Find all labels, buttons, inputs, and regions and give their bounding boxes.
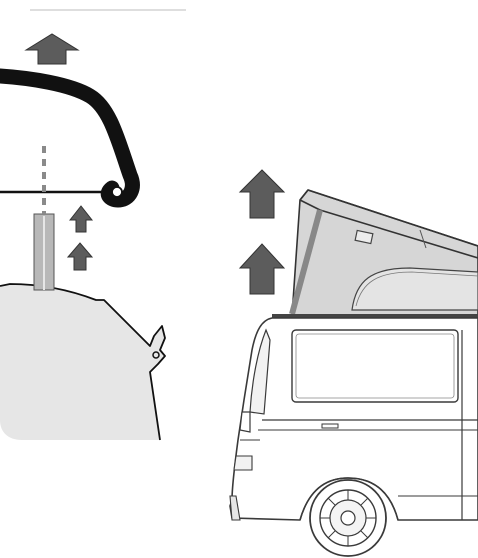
- vehicle-body-section: [0, 284, 165, 440]
- arrow-up-icon: [238, 243, 286, 295]
- roof-seam: [419, 229, 427, 249]
- van-a-pillar: [249, 328, 271, 415]
- van-side-window: [291, 329, 459, 403]
- arrow-up-icon: [24, 33, 80, 65]
- roof-window-recess: [351, 267, 478, 311]
- roof-canvas-front: [289, 209, 323, 315]
- detail-panel: [0, 9, 186, 441]
- arrow-up-icon: [66, 242, 94, 271]
- van-side-window-inner: [295, 333, 455, 399]
- body-clip-detail: [152, 351, 160, 359]
- side-mirror: [239, 411, 251, 433]
- arrow-up-icon: [238, 169, 286, 219]
- hinge-knob: [111, 186, 123, 198]
- wheel-arch: [299, 477, 399, 521]
- roof-window-recess-inner: [355, 271, 478, 307]
- roof-vent: [354, 229, 374, 245]
- vehicle-body-outline: [0, 283, 166, 441]
- front-bumper: [229, 495, 241, 521]
- arrow-up-icon: [68, 205, 94, 233]
- overview-panel: [229, 169, 478, 557]
- front-wheel: [309, 479, 387, 557]
- door-handle: [321, 423, 339, 429]
- headlight: [233, 455, 253, 471]
- roof-bow: [0, 68, 140, 208]
